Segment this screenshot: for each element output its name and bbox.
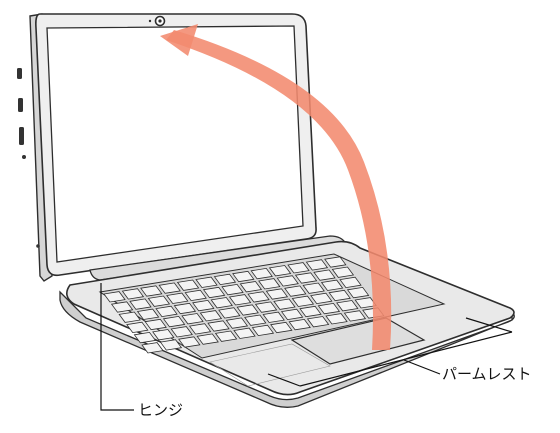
keyboard-key bbox=[110, 301, 134, 313]
keyboard-key bbox=[258, 278, 281, 290]
palmrest-label: パームレスト bbox=[442, 365, 532, 383]
hinge-callout: ヒンジ bbox=[100, 283, 183, 419]
keyboard-key bbox=[310, 292, 333, 305]
keyboard-key bbox=[251, 324, 275, 337]
keyboard-key bbox=[270, 321, 293, 334]
camera-icon bbox=[148, 15, 166, 27]
side-port-2 bbox=[36, 244, 40, 248]
keyboard-key bbox=[155, 305, 178, 318]
keyboard-key bbox=[306, 316, 330, 328]
keyboard-key bbox=[239, 281, 263, 293]
keyboard-key bbox=[232, 270, 255, 283]
keyboard-key bbox=[324, 256, 347, 268]
keyboard-key bbox=[320, 279, 344, 291]
keyboard-key bbox=[144, 318, 167, 331]
hinge-label: ヒンジ bbox=[138, 401, 183, 419]
keyboard-key bbox=[265, 288, 289, 300]
keyboard-key bbox=[287, 262, 310, 274]
keyboard-key bbox=[199, 310, 223, 322]
side-button-2 bbox=[18, 98, 23, 112]
keyboard-key bbox=[233, 327, 256, 339]
keyboard-key bbox=[268, 265, 292, 277]
keyboard-key bbox=[103, 291, 126, 303]
keyboard-key bbox=[325, 313, 348, 325]
keyboard-key bbox=[162, 315, 186, 328]
keyboard-key bbox=[328, 289, 351, 302]
keyboard-key bbox=[299, 305, 322, 318]
keyboard-key bbox=[158, 282, 181, 294]
keyboard-key bbox=[121, 288, 145, 300]
keyboard-key bbox=[280, 308, 304, 321]
keyboard-key bbox=[317, 302, 341, 315]
keyboard-key bbox=[244, 314, 267, 326]
screen-bezel-inner bbox=[46, 25, 304, 263]
keyboard-key bbox=[195, 276, 218, 288]
keyboard-key bbox=[129, 298, 152, 310]
keyboard-key bbox=[173, 302, 197, 315]
keyboard-key bbox=[221, 283, 244, 296]
keyboard-key bbox=[141, 342, 164, 354]
keyboard-key bbox=[213, 273, 237, 286]
keyboard-key bbox=[273, 298, 296, 310]
keyboard-key bbox=[196, 333, 219, 345]
palmrest-left bbox=[209, 343, 331, 387]
keyboard-key bbox=[262, 311, 285, 323]
keyboard-key bbox=[313, 269, 336, 281]
palmrest-callout: パームレスト bbox=[267, 317, 532, 387]
keyboard-key bbox=[305, 259, 329, 271]
keyboard-key bbox=[210, 297, 233, 309]
open-direction-arrow bbox=[160, 24, 392, 350]
keyboard-base bbox=[59, 240, 515, 408]
keyboard-key bbox=[176, 279, 200, 291]
keyboard-key bbox=[343, 310, 367, 322]
keyboard-key bbox=[284, 285, 307, 297]
keyboard-key bbox=[346, 286, 370, 299]
keyboard-key bbox=[250, 267, 273, 280]
keyboard-key bbox=[291, 295, 315, 307]
keyboard-key bbox=[126, 321, 149, 334]
keyboard-key bbox=[218, 307, 241, 319]
keyboard-key bbox=[294, 272, 318, 284]
side-button-3 bbox=[19, 127, 24, 145]
keyboard-key bbox=[178, 336, 201, 348]
keyboard-key bbox=[118, 311, 141, 323]
keyboard-key bbox=[133, 331, 157, 344]
keyboard-key bbox=[276, 275, 299, 287]
keyboard-key bbox=[302, 282, 325, 294]
keyboard-key bbox=[147, 295, 171, 307]
keyboard-key bbox=[192, 299, 215, 312]
keyboard-key bbox=[339, 276, 362, 289]
keyboard-key bbox=[184, 289, 207, 302]
keyboard-key bbox=[336, 300, 359, 312]
keyboard-key bbox=[152, 329, 175, 341]
keyboard-key bbox=[170, 326, 193, 338]
keyboard-key bbox=[159, 339, 183, 351]
keyboard-key bbox=[288, 318, 311, 331]
keyboard-key bbox=[236, 304, 259, 316]
keyboard-key bbox=[331, 266, 355, 278]
keyboard-key bbox=[247, 291, 270, 303]
keyboard-key bbox=[166, 292, 189, 304]
keyboard-key bbox=[254, 301, 278, 313]
keyboard-key bbox=[225, 317, 249, 329]
keyboard-key bbox=[181, 313, 204, 325]
keyboard-key bbox=[207, 320, 230, 332]
keyboard-key bbox=[228, 294, 252, 306]
keyboard-key bbox=[140, 285, 163, 297]
keyboard-key bbox=[188, 323, 212, 335]
side-button-1 bbox=[17, 68, 22, 79]
keyboard-key bbox=[136, 308, 160, 320]
keyboard-key bbox=[202, 286, 226, 299]
display-lid bbox=[17, 13, 317, 282]
side-port bbox=[22, 155, 26, 159]
keyboard-key bbox=[214, 330, 238, 342]
